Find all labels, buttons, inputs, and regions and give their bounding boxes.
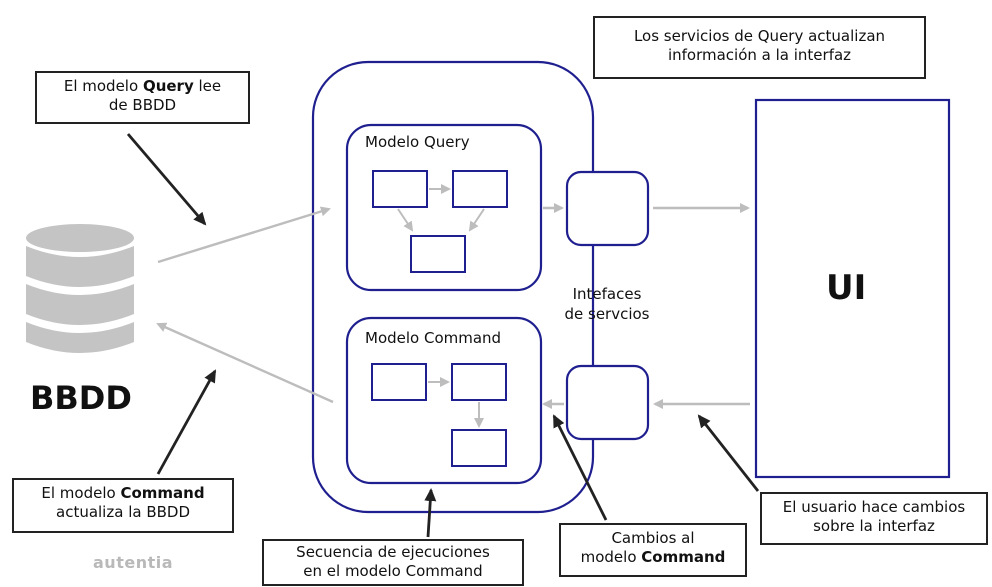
ui-label: UI xyxy=(826,268,867,308)
interfaces-label: Intefaces de servcios xyxy=(564,285,650,323)
database-icon xyxy=(26,224,134,353)
command-step-1 xyxy=(371,363,427,401)
command-to-db-arrow xyxy=(156,322,334,404)
command-interface-box xyxy=(565,364,650,441)
command-model-box xyxy=(345,316,543,485)
note-command-updates: El modelo Command actualiza la BBDD xyxy=(12,478,234,533)
bbdd-label: BBDD xyxy=(30,379,132,417)
services-container xyxy=(311,60,595,514)
query-model-box xyxy=(345,123,543,292)
db-to-query-arrow xyxy=(157,206,331,264)
command-step-2 xyxy=(451,363,507,401)
note-user-arrow xyxy=(697,414,760,492)
note-query-reads: El modelo Query lee de BBDD xyxy=(35,71,250,124)
query-step-1 xyxy=(372,170,428,208)
modelo-command-label: Modelo Command xyxy=(365,329,502,347)
note-query-arrow xyxy=(126,133,207,226)
note-services-update: Los servicios de Query actualizan inform… xyxy=(593,16,926,79)
ui-box xyxy=(754,98,951,479)
query-arrow-1-3 xyxy=(397,208,414,232)
query-step-2 xyxy=(452,170,508,208)
query-step-3 xyxy=(410,235,466,273)
note-changes-command: Cambios al modelo Command xyxy=(559,523,747,577)
note-command-arrow xyxy=(156,369,217,475)
command-step-3 xyxy=(451,429,507,467)
query-arrow-2-3 xyxy=(468,208,485,232)
modelo-query-label: Modelo Query xyxy=(365,133,470,151)
note-changes-arrow xyxy=(552,414,608,521)
note-sequence: Secuencia de ejecuciones en el modelo Co… xyxy=(262,539,524,586)
note-sequence-arrow xyxy=(424,488,437,538)
note-user-changes: El usuario hace cambios sobre la interfa… xyxy=(760,492,988,545)
autentia-logo: autentia xyxy=(93,553,174,572)
query-interface-box xyxy=(565,170,650,247)
